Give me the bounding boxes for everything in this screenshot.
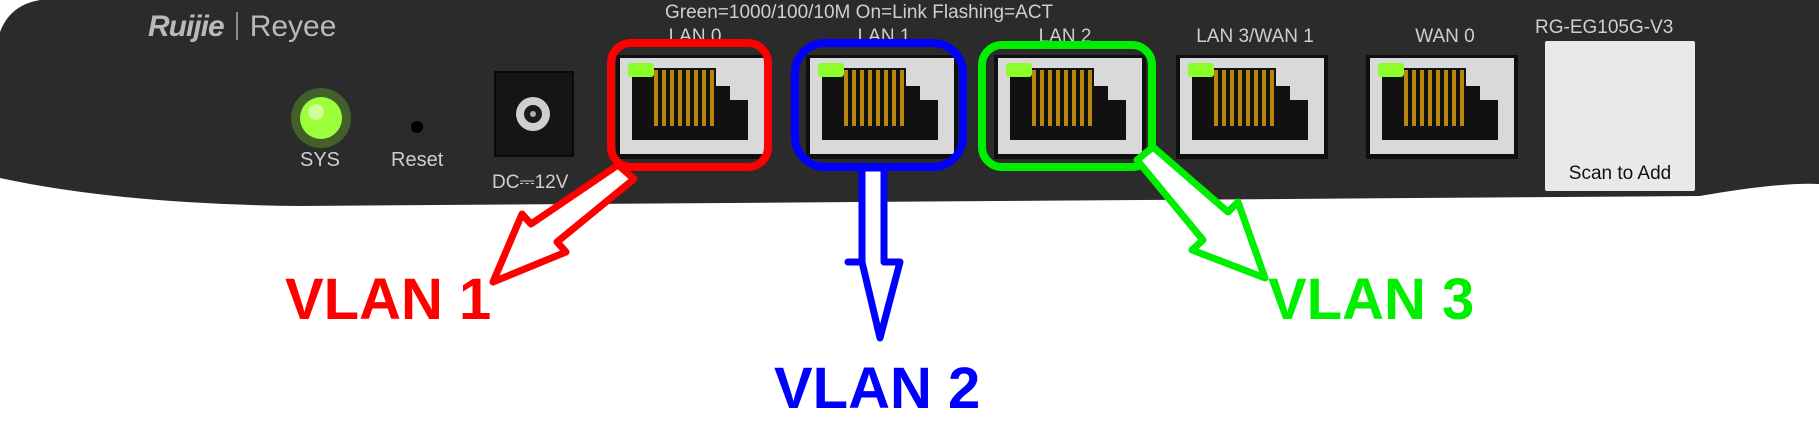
- port-led-wan0: [1378, 63, 1404, 77]
- brand-divider: [235, 12, 238, 40]
- reset-label: Reset: [391, 149, 444, 171]
- port-led-lan2: [1006, 63, 1032, 77]
- rj45-port-wan0: [1366, 55, 1518, 159]
- port-label-lan2: LAN 2: [1038, 26, 1092, 47]
- qr-caption: Scan to Add: [1568, 163, 1672, 184]
- port-label-wan0: WAN 0: [1415, 26, 1475, 47]
- router-front-panel: Ruijie Reyee Green=1000/100/10M On=Link F…: [0, 0, 1819, 210]
- vlan3-label: VLAN 3: [1268, 267, 1475, 332]
- brand-primary: Ruijie: [148, 10, 225, 43]
- brand-secondary: Reyee: [249, 10, 337, 43]
- reset-hole: [411, 121, 423, 133]
- rj45-port-lan1: [806, 55, 958, 159]
- port-led-lan0: [628, 63, 654, 77]
- port-led-lan1: [818, 63, 844, 77]
- qr-panel: Scan to Add: [1545, 41, 1695, 191]
- port-led-lan3-wan1: [1188, 63, 1214, 77]
- port-label-lan3-wan1: LAN 3/WAN 1: [1196, 26, 1314, 47]
- led-legend: Green=1000/100/10M On=Link Flashing=ACT: [665, 2, 1054, 23]
- model-number: RG-EG105G-V3: [1535, 17, 1674, 38]
- vlan1-label: VLAN 1: [285, 267, 492, 332]
- rj45-port-lan0: [616, 55, 768, 159]
- vlan2-label: VLAN 2: [774, 356, 981, 421]
- rj45-port-lan3-wan1: [1176, 55, 1328, 159]
- rj45-port-lan2: [994, 55, 1146, 159]
- port-label-lan1: LAN 1: [857, 26, 911, 47]
- power-label: DC⎓12V: [492, 172, 569, 193]
- brand-logo: Ruijie Reyee: [148, 10, 336, 44]
- sys-label: SYS: [300, 149, 341, 171]
- port-label-lan0: LAN 0: [668, 26, 722, 47]
